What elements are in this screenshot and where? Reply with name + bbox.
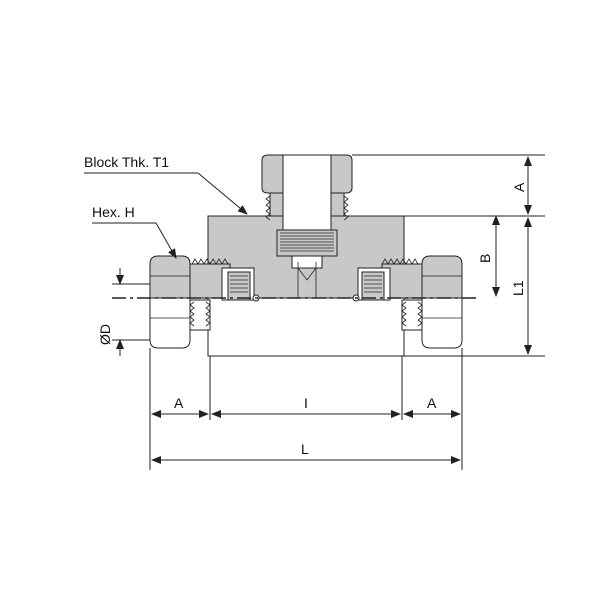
left-hex-nut <box>149 255 211 349</box>
right-tube-body <box>352 258 423 302</box>
block-thickness-label: Block Thk. T1 <box>84 154 169 170</box>
dimension-lines <box>116 156 532 464</box>
right-hex-nut <box>401 255 463 349</box>
hex-label: Hex. H <box>92 204 135 220</box>
dim-a-top-label: A <box>511 182 527 192</box>
dim-l-label: L <box>301 441 309 457</box>
left-tube-body <box>189 258 260 302</box>
dim-b-label: B <box>477 254 493 263</box>
dim-i-label: I <box>304 395 308 411</box>
extension-lines <box>112 154 545 470</box>
left-ferrule <box>227 271 260 302</box>
top-port-nut <box>261 154 353 281</box>
leader-lines <box>84 172 248 259</box>
diameter-label: ØD <box>97 324 113 345</box>
dim-a-left-label: A <box>174 395 184 411</box>
dim-a-right-label: A <box>427 395 437 411</box>
dim-l1-label: L1 <box>510 280 526 296</box>
